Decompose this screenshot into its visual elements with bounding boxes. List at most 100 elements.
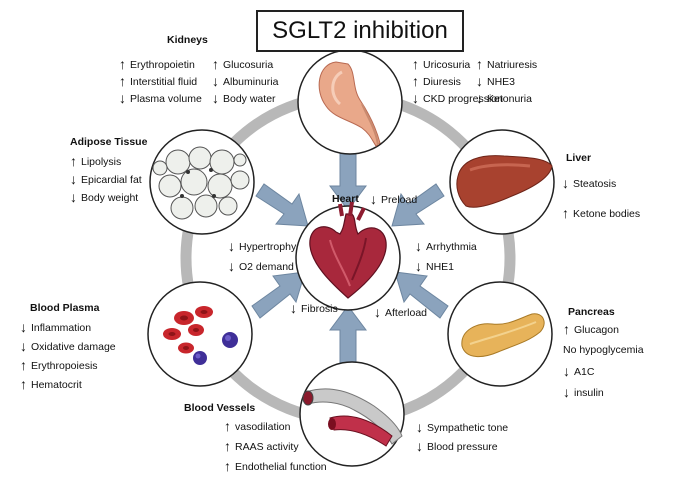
down-arrow-icon: ↓ xyxy=(563,384,570,400)
effect-row: ↑ Erythropoietin xyxy=(119,56,202,75)
blood-cells-illustration xyxy=(163,306,238,365)
effect-row: ↓ Oxidative damage xyxy=(20,338,116,359)
effect-row: ↑Glucagon xyxy=(563,321,644,344)
effect-row: ↑Diuresis xyxy=(412,73,503,92)
up-arrow-icon: ↑ xyxy=(563,321,570,337)
down-arrow-icon: ↓ xyxy=(212,73,219,89)
effect-label: Body water xyxy=(223,93,276,105)
effect-row: ↓NHE1 xyxy=(415,259,477,280)
effect-label: Body weight xyxy=(81,192,139,204)
up-arrow-icon: ↑ xyxy=(476,56,483,72)
effect-label: Hypertrophy xyxy=(239,241,297,253)
effect-label: Ketonuria xyxy=(487,93,532,105)
effect-label: Blood pressure xyxy=(427,441,498,453)
vessels-heading: Blood Vessels xyxy=(184,402,256,414)
up-arrow-icon: ↑ xyxy=(212,56,219,72)
liver-node xyxy=(449,129,555,235)
down-arrow-icon: ↓ xyxy=(563,363,570,379)
down-arrow-icon: ↓ xyxy=(20,338,27,354)
down-arrow-icon: ↓ xyxy=(562,175,569,191)
plasma-heading: Blood Plasma xyxy=(30,302,100,314)
heart-effects-afterload: ↓Afterload xyxy=(374,304,427,323)
effect-row: ↑ Endothelial function xyxy=(224,458,327,480)
effect-row: ↑vasodilation xyxy=(224,418,327,440)
effect-row: ↓Epicardial fat xyxy=(70,171,142,191)
effect-row: ↓Arrhythmia xyxy=(415,239,477,260)
effect-row: ↓Blood pressure xyxy=(416,439,508,459)
up-arrow-icon: ↑ xyxy=(119,56,126,72)
plasma-effects: ↓Inflammation↓ Oxidative damage ↑Erythropo… xyxy=(20,320,116,397)
page-title: SGLT2 inhibition xyxy=(256,10,464,52)
liver-illustration xyxy=(456,155,553,208)
effect-label: Ketone bodies xyxy=(573,208,641,220)
kidneys-node xyxy=(297,49,403,155)
arrow-from-vessels xyxy=(329,305,367,367)
effect-row: ↓ Albuminuria xyxy=(212,73,279,92)
arrow-from-pancreas xyxy=(394,271,449,319)
effect-label: No hypoglycemia xyxy=(563,344,644,356)
effect-row: ↑Uricosuria xyxy=(412,57,503,75)
effect-label: Erythropoietin xyxy=(130,59,195,71)
vessels-effects-left: ↑vasodilation↑RAAS activity↑Endothelial … xyxy=(224,418,327,480)
up-arrow-icon: ↑ xyxy=(119,73,126,89)
effect-row: ↑ Interstitial fluid xyxy=(119,73,202,92)
arrow-from-plasma xyxy=(251,271,306,319)
adipose-effects: ↑Lipolysis↓Epicardial fat↓ Body weight xyxy=(70,154,142,209)
down-arrow-icon: ↓ xyxy=(370,191,377,207)
kidneys-effects-right-b: ↑Natriuresis↓NHE3↓Ketonuria xyxy=(476,56,537,109)
pancreas-illustration xyxy=(461,313,545,357)
kidneys-heading: Kidneys xyxy=(167,34,208,46)
down-arrow-icon: ↓ xyxy=(476,90,483,106)
effect-label: RAAS activity xyxy=(235,441,299,453)
effect-row: ↓NHE3 xyxy=(476,74,537,92)
effect-label: NHE3 xyxy=(487,76,516,88)
effect-label: Glucosuria xyxy=(223,59,274,71)
adipocyte-illustration xyxy=(152,146,250,220)
effect-label: O2 demand xyxy=(239,261,294,273)
blood-vessel-illustration xyxy=(302,388,403,447)
adipose-node xyxy=(149,129,255,235)
effect-row: ↓ Steatosis xyxy=(562,175,640,207)
effect-label: A1C xyxy=(574,366,595,378)
effect-label: Oxidative damage xyxy=(31,341,116,353)
effect-row: ↑ Glucosuria xyxy=(212,56,278,75)
effect-label: NHE1 xyxy=(426,261,455,273)
down-arrow-icon: ↓ xyxy=(290,300,297,316)
effect-row: ↓ A1C xyxy=(563,363,644,386)
kidneys-effects-left: ↑Erythropoietin↑Interstitial fluid↓Plasm… xyxy=(119,56,202,109)
kidneys-effects-middle: ↑Glucosuria↓Albuminuria↓Body water xyxy=(212,56,279,109)
down-arrow-icon: ↓ xyxy=(70,171,77,187)
effect-row: ↓ Preload xyxy=(370,191,418,210)
effect-label: Preload xyxy=(381,194,418,206)
effect-row: ↓ Ketonuria xyxy=(476,90,537,109)
effect-row: ↓insulin xyxy=(563,384,644,407)
effect-label: Lipolysis xyxy=(81,156,122,168)
effect-row: ↑Lipolysis xyxy=(70,154,142,173)
effect-label: Steatosis xyxy=(573,178,617,190)
down-arrow-icon: ↓ xyxy=(412,90,419,106)
pancreas-node xyxy=(447,281,553,387)
down-arrow-icon: ↓ xyxy=(119,90,126,106)
kidneys-effects-right-a: ↑Uricosuria↑Diuresis↓CKD progression xyxy=(412,57,503,109)
down-arrow-icon: ↓ xyxy=(228,258,235,274)
effect-row: ↓Inflammation xyxy=(20,320,116,340)
heart-node xyxy=(295,201,401,311)
effect-label: Interstitial fluid xyxy=(130,76,198,88)
down-arrow-icon: ↓ xyxy=(416,419,423,435)
up-arrow-icon: ↑ xyxy=(224,418,231,434)
down-arrow-icon: ↓ xyxy=(228,238,235,254)
effect-label: CKD progression xyxy=(423,93,503,105)
effect-row: ↑Erythropoiesis xyxy=(20,358,116,378)
heart-illustration xyxy=(309,213,387,299)
down-arrow-icon: ↓ xyxy=(374,304,381,320)
arrow-from-liver xyxy=(391,183,445,227)
heart-effects-left: ↓ Hypertrophy ↓ O2 demand xyxy=(228,238,297,280)
up-arrow-icon: ↑ xyxy=(412,73,419,89)
effect-label: Albuminuria xyxy=(223,76,279,88)
effect-label: Inflammation xyxy=(31,322,92,334)
up-arrow-icon: ↑ xyxy=(224,458,231,474)
adipose-heading: Adipose Tissue xyxy=(70,136,148,148)
heart-heading: Heart xyxy=(332,193,359,205)
effect-label: Endothelial function xyxy=(235,461,327,473)
